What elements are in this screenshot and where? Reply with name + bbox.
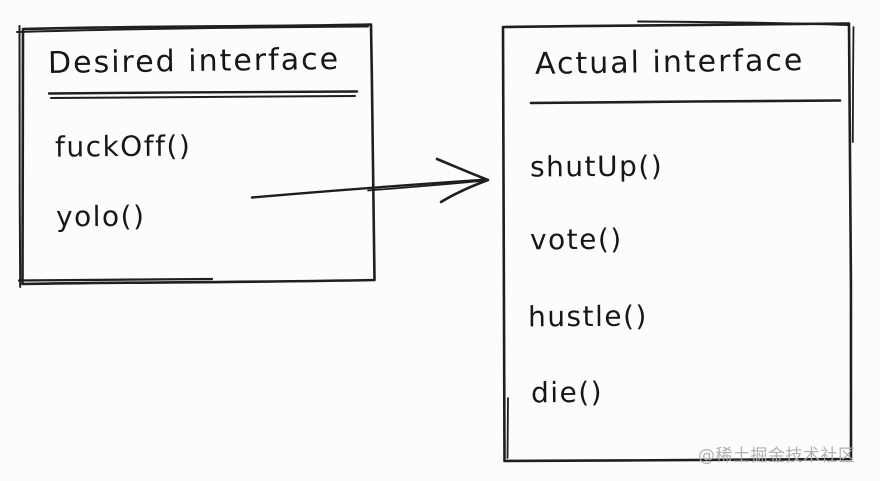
right-box-method-1: shutUp()	[529, 149, 664, 184]
left-box-border	[16, 23, 376, 288]
left-box-method-2: yolo()	[55, 199, 146, 234]
right-box-method-3: hustle()	[527, 299, 649, 334]
right-title-underline	[529, 99, 842, 105]
right-box-method-4: die()	[530, 375, 604, 410]
right-box-title: Actual interface	[534, 43, 805, 82]
left-box-method-1: fuckOff()	[54, 129, 192, 164]
left-title-underline	[47, 90, 359, 99]
right-box-method-2: vote()	[529, 222, 623, 257]
right-box-border	[501, 20, 855, 463]
left-box-title: Desired interface	[47, 41, 341, 82]
watermark: @稀土掘金技术社区	[698, 446, 856, 466]
arrow	[250, 157, 490, 204]
